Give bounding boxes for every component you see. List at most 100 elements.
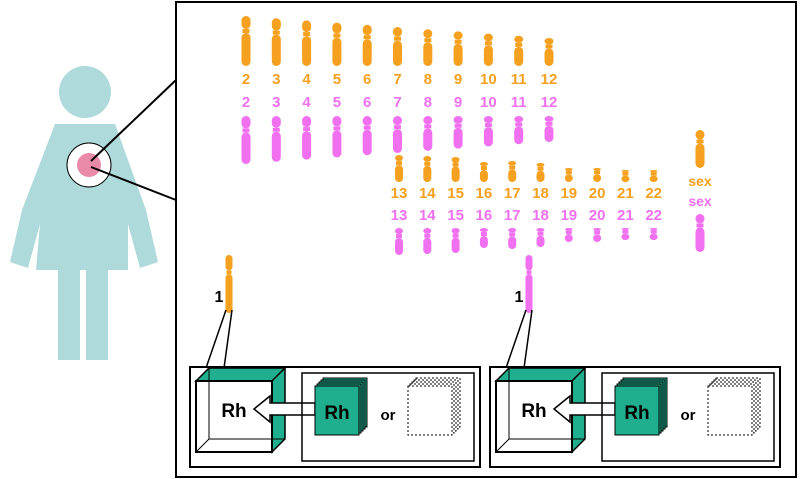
paternal-chromosome-19 (564, 228, 573, 242)
maternal-chromosome-12 (544, 38, 554, 66)
paternal-sex-chromosome (695, 214, 705, 252)
paternal-label-9: 9 (454, 94, 462, 111)
paternal-label-19: 19 (560, 207, 577, 224)
paternal-label-4: 4 (302, 94, 311, 111)
gene-label: Rh (221, 401, 246, 422)
maternal-label-5: 5 (333, 71, 341, 88)
paternal-chromosome-15 (451, 228, 460, 253)
maternal-label-18: 18 (532, 185, 549, 202)
gene-label: Rh (521, 401, 546, 422)
paternal-chromosome-8 (423, 116, 433, 151)
chromosome-1-label: 1 (515, 289, 524, 306)
maternal-label-12: 12 (541, 71, 558, 88)
paternal-label-3: 3 (272, 94, 280, 111)
paternal-chromosome-11 (514, 116, 524, 145)
chromosome-1 (525, 255, 533, 313)
allele-label: Rh (624, 403, 649, 424)
maternal-chromosome-15 (451, 157, 460, 182)
paternal-chromosome-5 (332, 116, 342, 158)
chromosome-1-label: 1 (215, 289, 224, 306)
maternal-label-21: 21 (617, 185, 634, 202)
paternal-label-7: 7 (393, 94, 401, 111)
maternal-label-13: 13 (391, 185, 408, 202)
paternal-chromosome-22 (649, 228, 658, 240)
maternal-sex-label: sex (688, 173, 712, 189)
maternal-chromosome-3 (271, 18, 281, 66)
or-label: or (681, 407, 696, 424)
maternal-label-9: 9 (454, 71, 462, 88)
maternal-label-20: 20 (589, 185, 606, 202)
maternal-chromosome-17 (508, 161, 517, 182)
maternal-label-8: 8 (424, 71, 432, 88)
maternal-label-22: 22 (645, 185, 662, 202)
maternal-label-4: 4 (302, 71, 311, 88)
paternal-chromosome-13 (395, 228, 403, 255)
cell-icon (66, 142, 112, 188)
maternal-label-11: 11 (511, 71, 527, 88)
maternal-chromosome-18 (536, 163, 545, 182)
maternal-label-17: 17 (504, 185, 521, 202)
maternal-chromosome-11 (514, 35, 524, 66)
maternal-chromosome-9 (453, 31, 463, 66)
paternal-chromosome-18 (536, 228, 545, 247)
paternal-label-22: 22 (645, 207, 662, 224)
paternal-label-16: 16 (476, 207, 493, 224)
maternal-label-14: 14 (419, 185, 436, 202)
paternal-label-20: 20 (589, 207, 606, 224)
maternal-chromosome-13 (395, 155, 403, 182)
maternal-sex-chromosome (695, 130, 705, 168)
zoom-frame (175, 1, 797, 478)
paternal-chromosome-17 (508, 228, 517, 249)
maternal-label-6: 6 (363, 71, 371, 88)
maternal-chromosome-16 (479, 162, 488, 182)
paternal-chromosome-6 (362, 116, 372, 156)
paternal-chromosome-16 (479, 228, 488, 248)
panel-frame (489, 366, 781, 468)
paternal-label-21: 21 (617, 207, 634, 224)
zoom-lines (90, 79, 177, 201)
maternal-chromosome-20 (593, 168, 602, 182)
maternal-label-16: 16 (476, 185, 493, 202)
maternal-chromosome-6 (362, 24, 372, 66)
rh-allele-stack-icon: Rh (614, 377, 668, 436)
rh-panel-paternal: 1Rh Rh or (489, 255, 781, 468)
paternal-chromosome-21 (621, 228, 630, 240)
maternal-chromosome-22 (649, 170, 658, 182)
paternal-label-5: 5 (333, 94, 341, 111)
paternal-label-14: 14 (419, 207, 436, 224)
paternal-label-10: 10 (480, 94, 497, 111)
paternal-chromosome-10 (483, 116, 493, 147)
paternal-chromosome-12 (544, 116, 554, 142)
maternal-chromosome-5 (332, 22, 342, 66)
paternal-label-17: 17 (504, 207, 521, 224)
paternal-label-18: 18 (532, 207, 549, 224)
maternal-chromosome-8 (423, 29, 433, 66)
maternal-chromosome-14 (423, 156, 432, 182)
chromosome-1 (225, 255, 233, 313)
paternal-chromosome-3 (271, 116, 281, 162)
panel-frame (189, 366, 481, 468)
maternal-chromosome-4 (302, 20, 312, 66)
maternal-chromosome-10 (483, 33, 493, 66)
maternal-chromosome-21 (621, 170, 630, 182)
maternal-chromosome-2 (241, 16, 251, 66)
paternal-label-8: 8 (424, 94, 432, 111)
paternal-chromosome-7 (393, 116, 402, 153)
paternal-chromosome-4 (302, 116, 312, 160)
maternal-label-19: 19 (560, 185, 577, 202)
paternal-chromosome-14 (423, 228, 432, 254)
maternal-label-2: 2 (242, 71, 250, 88)
maternal-label-3: 3 (272, 71, 280, 88)
allele-options-box (601, 372, 775, 462)
paternal-label-6: 6 (363, 94, 371, 111)
paternal-label-11: 11 (511, 94, 527, 111)
allele-label: Rh (324, 403, 349, 424)
paternal-chromosome-9 (453, 116, 463, 149)
paternal-chromosome-2 (241, 116, 251, 164)
paternal-label-2: 2 (242, 94, 250, 111)
